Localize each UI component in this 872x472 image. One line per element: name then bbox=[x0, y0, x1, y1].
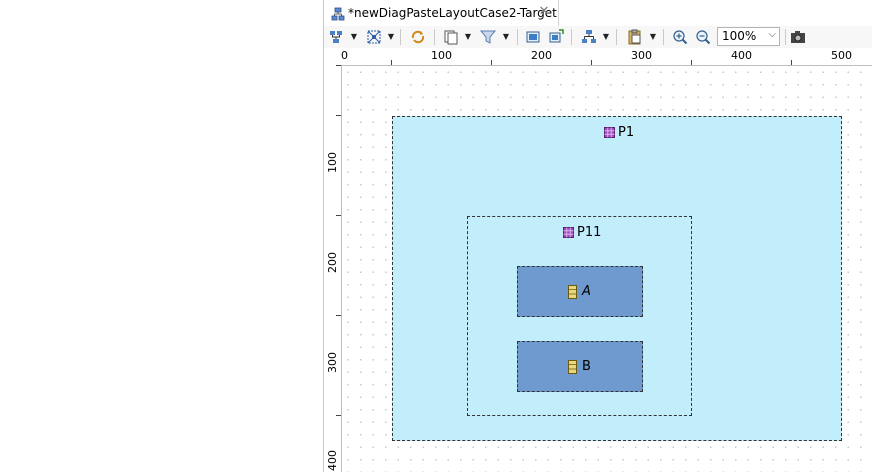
ruler-tick bbox=[336, 415, 341, 416]
package-icon bbox=[563, 227, 574, 238]
toolbar-separator bbox=[571, 29, 572, 45]
chevron-down-icon[interactable]: ▼ bbox=[649, 32, 657, 41]
filter-icon[interactable] bbox=[479, 28, 497, 46]
toolbar-separator bbox=[785, 29, 786, 45]
diagram-icon bbox=[331, 7, 345, 21]
toolbar-separator bbox=[434, 29, 435, 45]
package-label: P11 bbox=[577, 225, 602, 240]
ruler-label: 200 bbox=[326, 252, 339, 273]
ruler-tick bbox=[336, 215, 341, 216]
ruler-label: 400 bbox=[326, 450, 339, 471]
ruler-tick bbox=[491, 60, 492, 65]
chevron-down-icon[interactable]: ▼ bbox=[602, 32, 610, 41]
zoom-out-icon[interactable] bbox=[694, 28, 712, 46]
close-icon[interactable]: ✕ bbox=[538, 4, 550, 19]
select-all-icon[interactable] bbox=[365, 28, 383, 46]
copy-format-icon[interactable] bbox=[442, 28, 460, 46]
layer-icon[interactable] bbox=[547, 28, 565, 46]
zoom-in-icon[interactable] bbox=[671, 28, 689, 46]
package-icon bbox=[604, 127, 615, 138]
ruler-label: 100 bbox=[431, 49, 452, 62]
ruler-label: 300 bbox=[326, 352, 339, 373]
chevron-down-icon[interactable]: ▼ bbox=[464, 32, 472, 41]
editor-border bbox=[323, 0, 324, 472]
ruler-label: 300 bbox=[631, 49, 652, 62]
chevron-down-icon[interactable]: ▼ bbox=[387, 32, 395, 41]
ruler-tick bbox=[336, 315, 341, 316]
editor-tab[interactable]: *newDiagPasteLayoutCase2-Target ✕ bbox=[324, 0, 559, 26]
chevron-down-icon: ⌵ bbox=[768, 29, 776, 40]
toolbar-separator bbox=[663, 29, 664, 45]
toolbar-separator bbox=[616, 29, 617, 45]
paste-icon[interactable] bbox=[626, 28, 644, 46]
chevron-down-icon[interactable]: ▼ bbox=[502, 32, 510, 41]
arrange-all-icon[interactable] bbox=[328, 28, 346, 46]
ruler-label: 100 bbox=[326, 152, 339, 173]
editor-tab-bar: *newDiagPasteLayoutCase2-Target ✕ bbox=[324, 0, 872, 27]
toolbar-separator bbox=[517, 29, 518, 45]
chevron-down-icon[interactable]: ▼ bbox=[350, 32, 358, 41]
ruler-tick bbox=[336, 115, 341, 116]
ruler-tick bbox=[336, 65, 341, 66]
toolbar-separator bbox=[400, 29, 401, 45]
package-p11[interactable]: P11 A B bbox=[467, 216, 692, 416]
zoom-level: 100% bbox=[722, 29, 757, 43]
horizontal-ruler[interactable]: 0 100 200 300 400 500 bbox=[341, 48, 872, 66]
ruler-label: 200 bbox=[531, 49, 552, 62]
ruler-label: 0 bbox=[341, 49, 348, 62]
class-a[interactable]: A bbox=[517, 266, 643, 317]
tab-title: *newDiagPasteLayoutCase2-Target bbox=[348, 6, 557, 20]
diagram-canvas[interactable]: P1 P11 A bbox=[342, 66, 872, 472]
class-b[interactable]: B bbox=[517, 341, 643, 392]
class-icon bbox=[568, 285, 577, 299]
camera-icon[interactable] bbox=[789, 28, 807, 46]
layout-icon[interactable] bbox=[580, 28, 598, 46]
ruler-tick bbox=[791, 60, 792, 65]
package-label: P1 bbox=[618, 125, 635, 140]
ruler-label: 400 bbox=[731, 49, 752, 62]
ruler-corner bbox=[324, 48, 342, 66]
ruler-tick bbox=[391, 60, 392, 65]
blank-left-area bbox=[0, 0, 323, 472]
vertical-ruler[interactable]: 100 200 300 400 bbox=[324, 65, 342, 472]
class-icon bbox=[568, 360, 577, 374]
diagram-toolbar: ▼ ▼ ▼ ▼ ▼ ▼ 100% ⌵ bbox=[324, 26, 872, 48]
export-image-icon[interactable] bbox=[524, 28, 542, 46]
ruler-tick bbox=[591, 60, 592, 65]
ruler-tick bbox=[691, 60, 692, 65]
ruler-label: 500 bbox=[831, 49, 852, 62]
refresh-icon[interactable] bbox=[409, 28, 427, 46]
zoom-dropdown[interactable]: 100% ⌵ bbox=[717, 27, 780, 46]
class-label: B bbox=[582, 359, 591, 374]
package-p1[interactable]: P1 P11 A bbox=[392, 116, 842, 441]
class-label: A bbox=[582, 284, 591, 299]
